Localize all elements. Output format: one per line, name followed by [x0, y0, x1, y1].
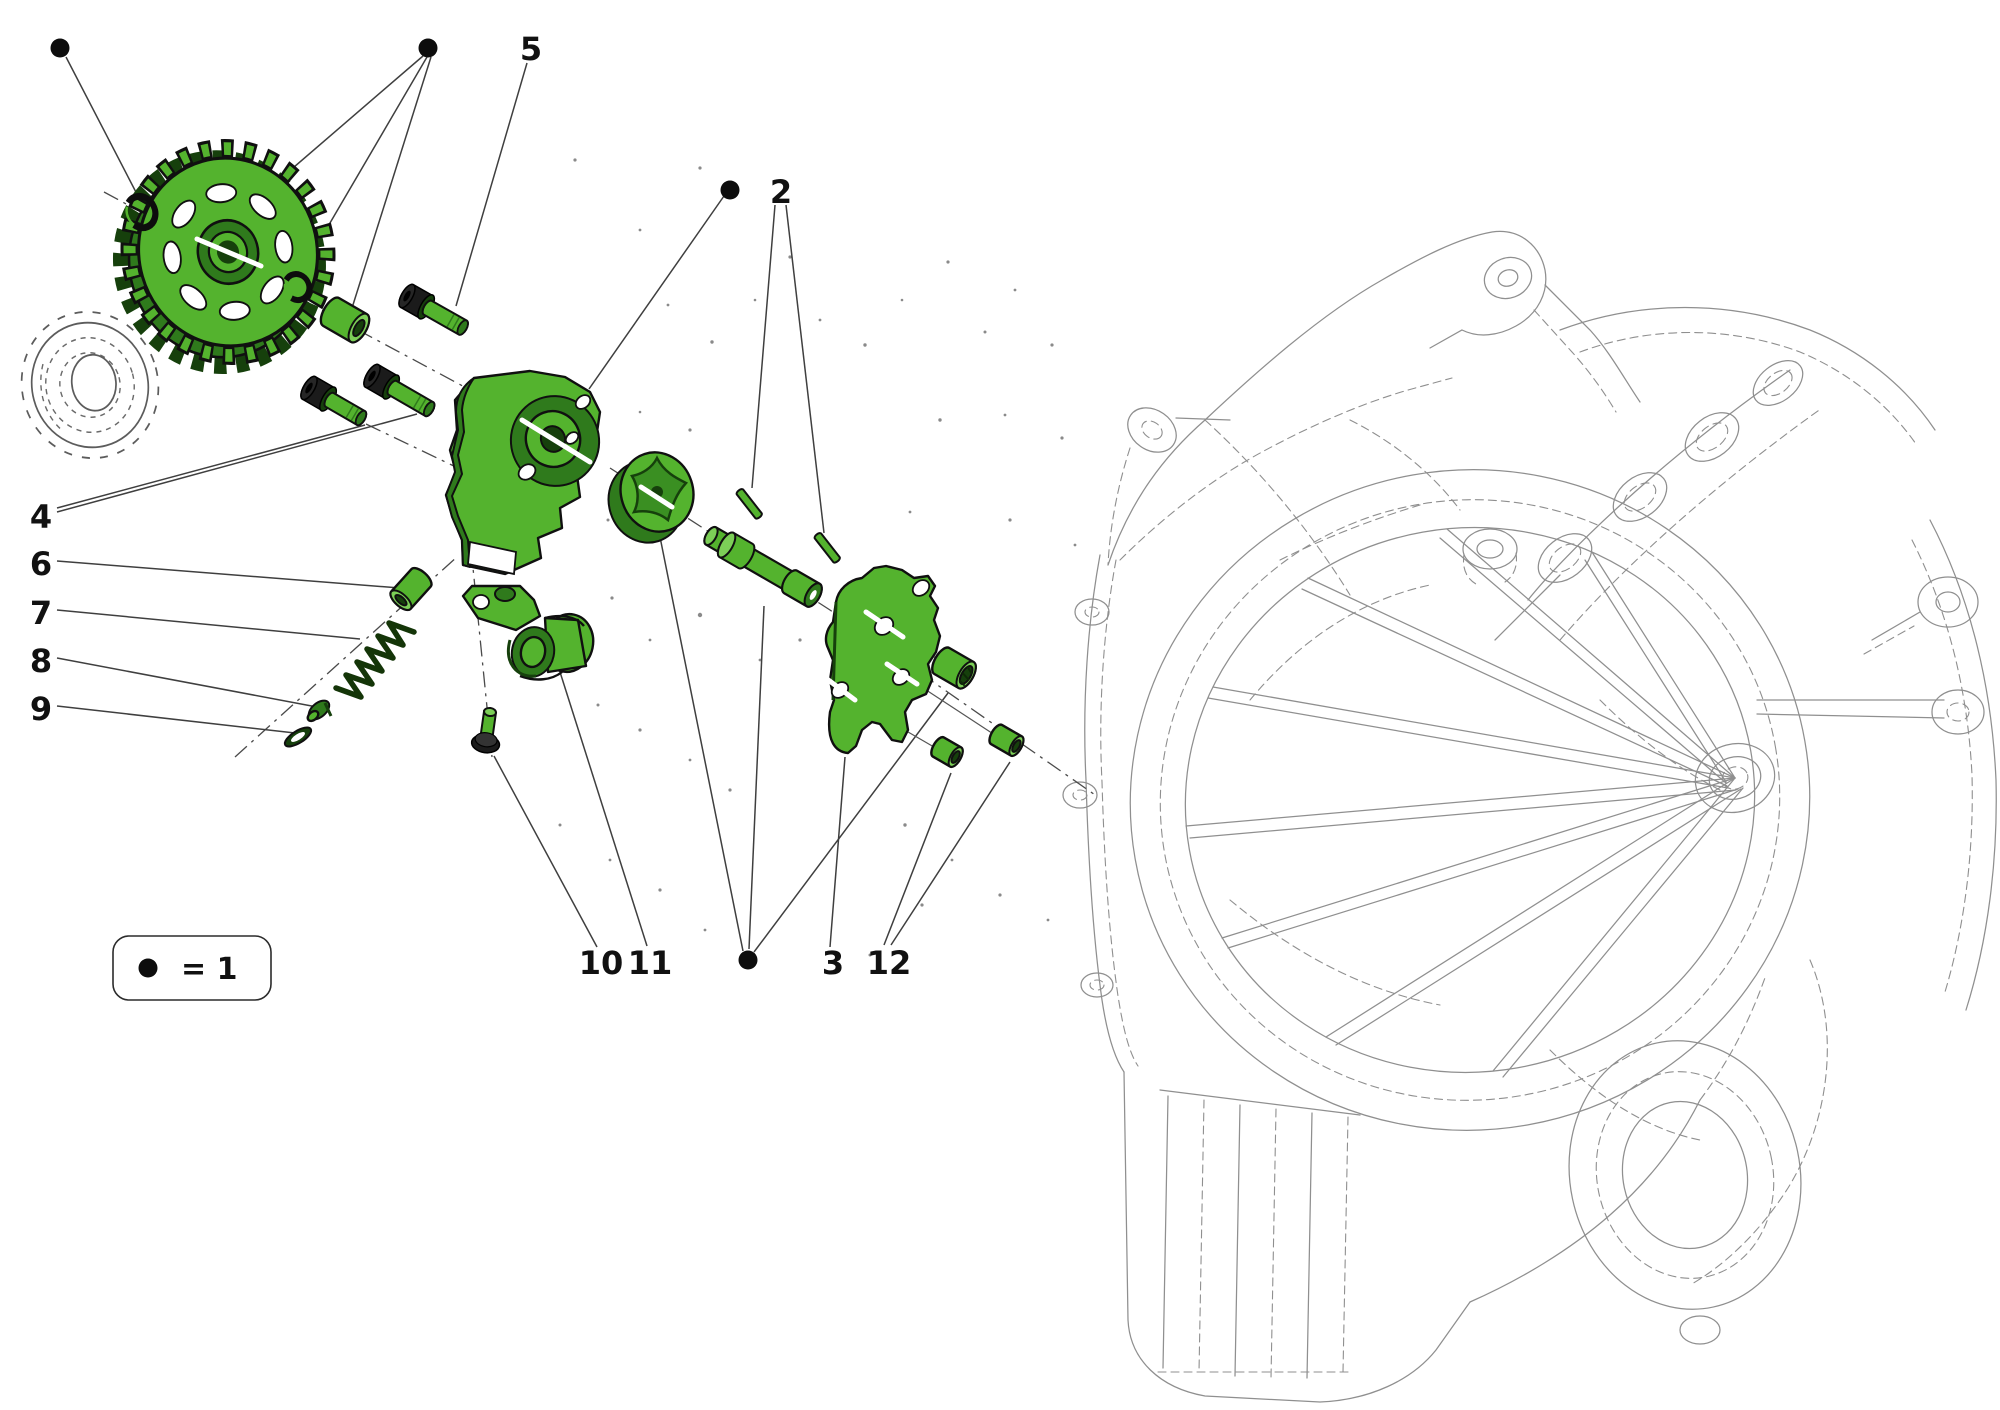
callout-7: 7 — [30, 594, 52, 632]
callout-5: 5 — [520, 30, 542, 68]
gear-axis-highlight — [194, 236, 264, 269]
gearbox-casing-sketch — [1062, 230, 1997, 1403]
callout-2: 2 — [770, 173, 792, 211]
spacer-bushing — [319, 296, 371, 344]
circlip-2 — [281, 271, 313, 303]
quantity-dots — [50, 38, 758, 970]
legend-dot-icon — [138, 958, 158, 978]
circlip-1 — [123, 192, 159, 232]
callout-9: 9 — [30, 690, 52, 728]
socket-head-bolt-left — [300, 375, 368, 427]
callout-labels: 5 2 4 6 7 8 9 10 11 3 12 — [30, 30, 911, 982]
wheel-spokes — [1185, 528, 1744, 1078]
legend-box: = 1 — [112, 935, 272, 1001]
callout-12: 12 — [867, 944, 912, 982]
oil-pump-body — [444, 369, 602, 576]
drive-gear — [112, 139, 336, 375]
quantity-dot — [418, 38, 438, 58]
quantity-dot — [720, 180, 740, 200]
shim-washer — [283, 726, 313, 748]
needle-bearing — [931, 646, 977, 690]
dowel-pin-2 — [813, 532, 841, 564]
bushing-small — [930, 735, 964, 769]
socket-head-bolt-upper — [398, 283, 469, 336]
roller-rocker — [461, 584, 595, 681]
roller-bolt — [470, 706, 501, 754]
pump-shaft — [703, 525, 823, 608]
leader-lines — [56, 55, 1011, 953]
callout-8: 8 — [30, 642, 52, 680]
pump-cover-plate — [820, 564, 942, 755]
callout-11: 11 — [628, 944, 673, 982]
quantity-dot — [738, 950, 758, 970]
bypass-spring — [333, 620, 417, 700]
scan-speckles — [558, 158, 1077, 957]
pump-rotor-set — [607, 451, 695, 544]
bypass-valve — [306, 699, 333, 723]
callout-4: 4 — [30, 498, 52, 536]
callout-10: 10 — [579, 944, 624, 982]
dowel-pin-1 — [735, 488, 763, 520]
socket-head-bolt-middle — [363, 363, 436, 418]
callout-3: 3 — [822, 944, 844, 982]
callout-6: 6 — [30, 545, 52, 583]
legend-label: = 1 — [181, 952, 237, 987]
bypass-plug — [389, 566, 433, 612]
quantity-dot — [50, 38, 70, 58]
bushing-right — [988, 723, 1025, 758]
